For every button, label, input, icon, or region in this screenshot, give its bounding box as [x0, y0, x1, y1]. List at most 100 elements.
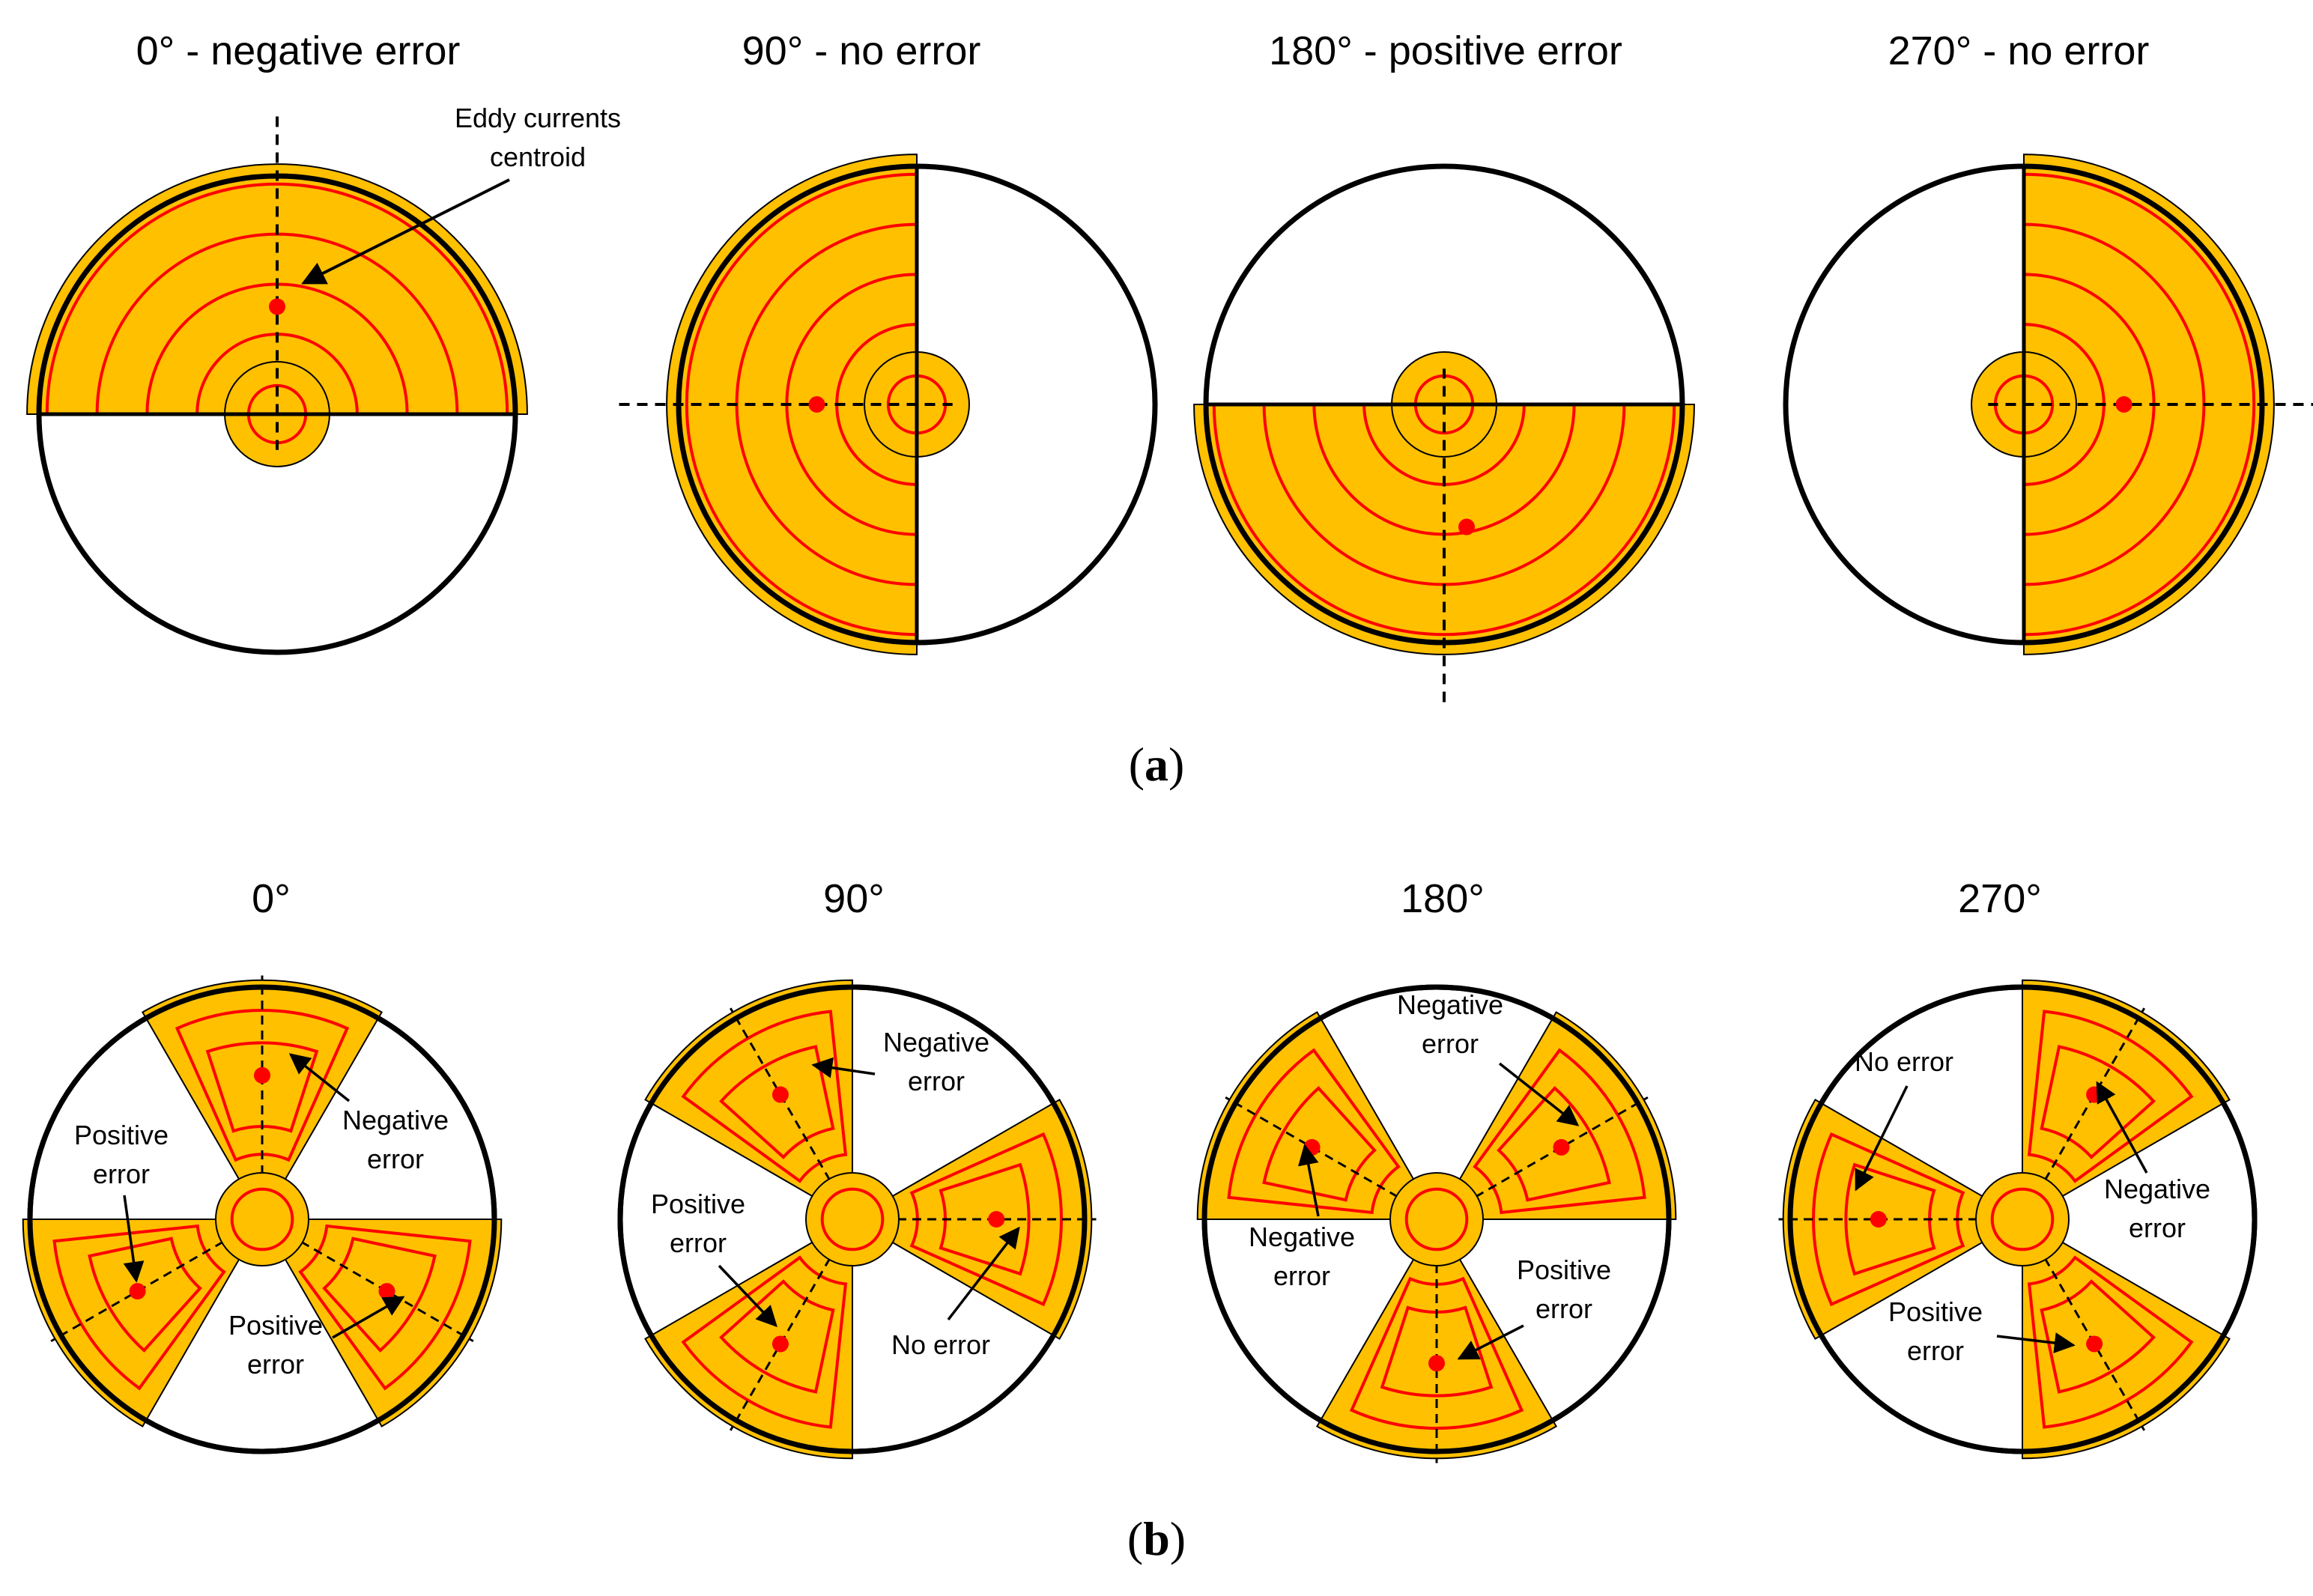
b180-callout-3-line2: error	[1536, 1293, 1592, 1324]
centroid-dot-1	[1870, 1211, 1887, 1228]
eddy-callout-line2: centroid	[490, 142, 586, 172]
b90-callout-1-line1: Negative	[883, 1027, 989, 1058]
half-disc-shape	[1193, 404, 1695, 655]
blade-axis-2	[261, 1218, 474, 1343]
centroid-dot-0	[254, 1066, 270, 1084]
hub	[805, 1172, 900, 1266]
panel-a-label: (a)	[1129, 738, 1185, 791]
blade-axis-1	[50, 1218, 263, 1343]
b0-arrow-1	[123, 1195, 145, 1283]
b0-callout-1-line2: error	[93, 1159, 150, 1189]
blade-axis-2	[2021, 1219, 2146, 1431]
hub-trace	[230, 1187, 294, 1251]
b180-arrow-1	[1498, 1062, 1580, 1126]
blade-axis-1	[729, 1007, 854, 1220]
b0-arrow-2	[288, 1053, 351, 1102]
b180-callouts: Negative error Negative error Positive e…	[1249, 989, 1611, 1360]
blade-trace-outer-2	[2027, 1255, 2194, 1429]
b270-arrow-2	[2096, 1081, 2148, 1174]
blade-trace-inner-0	[205, 1041, 319, 1133]
blade-trace-inner-1	[1844, 1162, 1936, 1276]
panel-b-title-90: 90°	[823, 876, 885, 921]
centroid-dot-0	[1553, 1138, 1570, 1156]
panel-b-title-270: 270°	[1958, 876, 2042, 921]
b180-callout-2-line1: Negative	[1249, 1222, 1355, 1252]
panel-b-label: (b)	[1127, 1512, 1186, 1565]
hub-trace	[1990, 1187, 2055, 1251]
blade-axis-0	[1436, 1096, 1649, 1221]
b270-callout-1-line1: No error	[1855, 1046, 1953, 1077]
b90-callout-1-line2: error	[908, 1066, 965, 1096]
b180-callout-1-line2: error	[1422, 1028, 1479, 1059]
centroid-dot	[808, 396, 825, 413]
hub-trace	[820, 1187, 885, 1251]
centroid-dot-2	[378, 1283, 395, 1300]
b270-callouts: No error Negative error Positive error	[1855, 1046, 2210, 1366]
blade-trace-outer-0	[909, 1132, 1063, 1307]
b0-callout-2-line1: Negative	[342, 1105, 449, 1135]
coil-trace-0	[1212, 403, 1676, 637]
b270-callout-3-line2: error	[1907, 1335, 1964, 1366]
blade-trace-inner-0	[939, 1162, 1031, 1276]
rotor-circle-outline	[617, 984, 1088, 1454]
eddy-callout-line1: Eddy currents	[455, 103, 621, 133]
blade-trace-inner-0	[2040, 1045, 2156, 1159]
rotor-circle-outline	[1201, 984, 1672, 1454]
panel-a-letter: a	[1145, 738, 1168, 791]
eddy-centroid-callout: Eddy currents centroid	[301, 103, 621, 285]
hub-trace	[1404, 1187, 1469, 1251]
blade-trace-outer-0	[1473, 1048, 1646, 1215]
panel-a-view-0	[26, 116, 528, 655]
coil-trace-0	[685, 172, 918, 637]
b270-arrow-3	[1996, 1332, 2076, 1353]
coil-trace-0	[2022, 172, 2256, 637]
coil-trace-0	[45, 182, 509, 416]
blade-trace-inner-2	[2040, 1279, 2156, 1394]
eddy-callout-arrow	[301, 178, 510, 285]
centroid-dot	[1458, 518, 1475, 535]
centroid-dot-2	[2086, 1335, 2103, 1353]
b180-arrow-2	[1297, 1144, 1320, 1217]
blade-trace-outer-0	[175, 1009, 350, 1162]
panel-b-title-0: 0°	[252, 876, 291, 921]
blade-trace-inner-2	[1380, 1305, 1494, 1398]
panel-a-view-180	[1193, 163, 1695, 703]
panel-b-view-270	[1778, 979, 2258, 1460]
centroid-dot-0	[988, 1211, 1005, 1228]
b180-callout-3-line1: Positive	[1517, 1254, 1611, 1285]
half-disc-shape	[2023, 154, 2275, 655]
half-disc-shape	[666, 154, 918, 655]
centroid-dot	[269, 298, 285, 315]
blade-trace-inner-2	[719, 1279, 835, 1394]
panel-b-title-180: 180°	[1401, 876, 1485, 921]
blade-trace-inner-2	[322, 1237, 437, 1353]
blade-trace-inner-0	[1497, 1086, 1611, 1202]
blade-axis-0	[2021, 1007, 2146, 1220]
blade-trace-inner-1	[1262, 1086, 1377, 1202]
blade-trace-outer-1	[1227, 1048, 1401, 1215]
panel-a-view-90	[619, 154, 1158, 655]
panel-b-view-180	[1196, 984, 1677, 1463]
b270-arrow-1	[1855, 1085, 1909, 1192]
panel-b-view-90	[617, 979, 1097, 1460]
blade-axis-1	[1225, 1096, 1437, 1221]
hub	[215, 1172, 309, 1266]
half-disc-shape	[26, 163, 528, 415]
centroid-dot-2	[1428, 1355, 1445, 1372]
blade-trace-outer-0	[2027, 1010, 2194, 1183]
centroid-dot-1	[129, 1283, 146, 1300]
panel-a-title-180: 180° - positive error	[1269, 28, 1622, 73]
blade-trace-outer-2	[681, 1255, 848, 1429]
blade-trace-inner-1	[88, 1237, 202, 1353]
panel-a-title-270: 270° - no error	[1888, 28, 2150, 73]
centroid-dot-2	[771, 1335, 789, 1353]
b90-arrow-3	[947, 1226, 1020, 1321]
panel-a: 0° - negative error 90° - no error 180° …	[26, 28, 2313, 791]
b90-callout-2-line2: error	[670, 1228, 727, 1258]
b90-callout-2-line1: Positive	[651, 1189, 745, 1219]
panel-b: 0° 90° 180° 270° Positive error Negative…	[22, 876, 2258, 1565]
b0-callout-3-line2: error	[247, 1349, 304, 1380]
blade-axis-2	[729, 1219, 854, 1431]
b90-arrow-1	[811, 1057, 876, 1078]
